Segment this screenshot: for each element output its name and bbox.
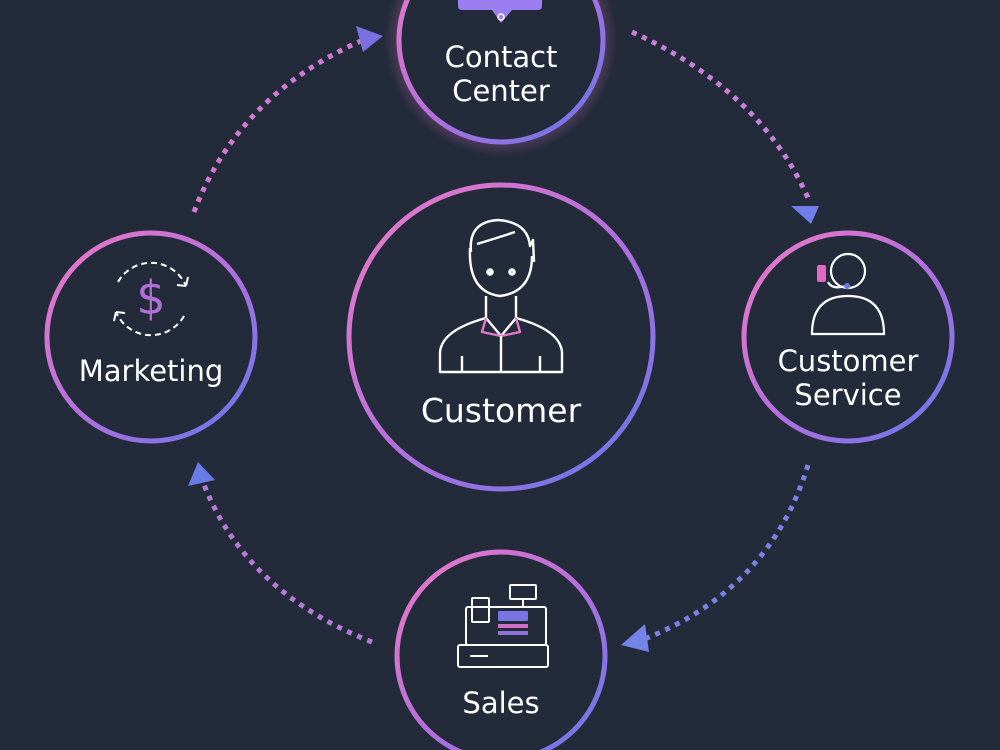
- dollar-cycle-icon: $: [113, 261, 189, 337]
- person-icon: [438, 218, 564, 374]
- chat-bubble-icon: [458, 0, 542, 23]
- sales-label: Sales: [462, 686, 539, 720]
- node-customer-service: [741, 230, 955, 444]
- arrowhead-marketing: [188, 462, 215, 486]
- cash-register-icon: [457, 584, 549, 668]
- arrowhead-sales: [621, 624, 649, 652]
- headset-agent-icon: [810, 252, 886, 336]
- svg-text:$: $: [136, 271, 165, 325]
- contact-center-label: Contact Center: [445, 40, 558, 108]
- node-customer: [346, 182, 656, 492]
- arrow-marketing-to-contact: [191, 37, 365, 213]
- contact-center-label-line-2: Center: [452, 74, 550, 109]
- arrowhead-contact: [356, 26, 383, 52]
- node-contact-center: [385, 0, 617, 156]
- sales-label-line-1: Sales: [462, 686, 540, 720]
- node-marketing: $: [44, 230, 258, 444]
- arrow-contact-to-service: [630, 29, 811, 200]
- arrow-sales-to-marketing: [200, 481, 373, 645]
- customer-label: Customer: [420, 391, 582, 431]
- marketing-label-line-1: Marketing: [78, 354, 224, 388]
- customer-service-label-line-2: Service: [794, 378, 902, 413]
- arrowhead-service: [791, 206, 819, 224]
- node-sales: [394, 549, 608, 750]
- customer-service-label: Customer Service: [778, 344, 919, 412]
- arrow-service-to-sales: [641, 464, 811, 643]
- contact-center-label-line-1: Contact: [444, 40, 558, 74]
- marketing-label: Marketing: [79, 354, 224, 388]
- customer-label-line-1: Customer: [420, 391, 582, 430]
- customer-service-label-line-1: Customer: [777, 344, 919, 378]
